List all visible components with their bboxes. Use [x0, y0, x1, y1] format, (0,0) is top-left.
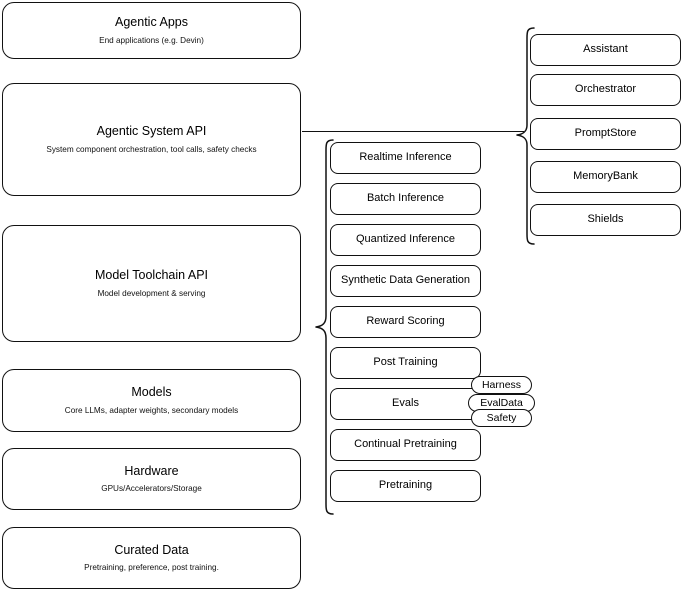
item-box-assistant[interactable]: Assistant	[530, 34, 681, 66]
brace-agentic-system	[513, 26, 535, 248]
item-box-shields[interactable]: Shields	[530, 204, 681, 236]
layer-box-models[interactable]: Models Core LLMs, adapter weights, secon…	[2, 369, 301, 432]
layer-box-hardware[interactable]: Hardware GPUs/Accelerators/Storage	[2, 448, 301, 510]
item-box-batch-inference[interactable]: Batch Inference	[330, 183, 481, 215]
pill-safety[interactable]: Safety	[471, 409, 532, 427]
layer-subtitle: GPUs/Accelerators/Storage	[101, 484, 202, 494]
item-label: Realtime Inference	[359, 151, 452, 164]
item-box-quantized-inference[interactable]: Quantized Inference	[330, 224, 481, 256]
layer-box-agentic-system-api[interactable]: Agentic System API System component orch…	[2, 83, 301, 196]
pill-label: Harness	[481, 379, 522, 391]
layer-subtitle: System component orchestration, tool cal…	[46, 144, 257, 154]
item-label: Continual Pretraining	[354, 438, 457, 451]
layer-box-curated-data[interactable]: Curated Data Pretraining, preference, po…	[2, 527, 301, 589]
pill-label: Safety	[486, 412, 517, 424]
layer-subtitle: Model development & serving	[97, 288, 206, 298]
item-label: Pretraining	[378, 479, 433, 492]
layer-title: Agentic Apps	[115, 15, 188, 30]
pill-label: EvalData	[480, 397, 523, 409]
item-label: Assistant	[583, 43, 628, 56]
item-box-continual-pretraining[interactable]: Continual Pretraining	[330, 429, 481, 461]
layer-title: Model Toolchain API	[94, 268, 209, 283]
brace-model-toolchain	[312, 138, 334, 518]
connector-line-system-api-to-components	[302, 131, 524, 133]
item-box-post-training[interactable]: Post Training	[330, 347, 481, 379]
item-box-reward-scoring[interactable]: Reward Scoring	[330, 306, 481, 338]
item-label: Evals	[392, 397, 419, 410]
layer-subtitle: End applications (e.g. Devin)	[99, 35, 204, 45]
item-label: Synthetic Data Generation	[340, 274, 471, 287]
layer-subtitle: Pretraining, preference, post training.	[84, 563, 219, 573]
item-box-evals[interactable]: Evals	[330, 388, 481, 420]
item-label: MemoryBank	[573, 170, 638, 183]
pill-harness[interactable]: Harness	[471, 376, 532, 394]
item-box-synthetic-data-generation[interactable]: Synthetic Data Generation	[330, 265, 481, 297]
item-box-memorybank[interactable]: MemoryBank	[530, 161, 681, 193]
item-label: Quantized Inference	[355, 233, 456, 246]
layer-subtitle: Core LLMs, adapter weights, secondary mo…	[64, 405, 239, 415]
layer-title: Hardware	[124, 463, 179, 478]
item-label: Reward Scoring	[366, 315, 445, 328]
layer-box-model-toolchain-api[interactable]: Model Toolchain API Model development & …	[2, 225, 301, 342]
item-box-realtime-inference[interactable]: Realtime Inference	[330, 142, 481, 174]
layer-title: Curated Data	[114, 542, 189, 557]
item-label: Batch Inference	[366, 192, 445, 205]
item-box-orchestrator[interactable]: Orchestrator	[530, 74, 681, 106]
item-label: Shields	[587, 213, 624, 226]
item-label: Orchestrator	[574, 83, 637, 96]
layer-title: Models	[131, 385, 172, 400]
layer-box-agentic-apps[interactable]: Agentic Apps End applications (e.g. Devi…	[2, 2, 301, 59]
item-box-pretraining[interactable]: Pretraining	[330, 470, 481, 502]
item-label: Post Training	[373, 356, 438, 369]
item-box-promptstore[interactable]: PromptStore	[530, 118, 681, 150]
layer-title: Agentic System API	[96, 124, 207, 139]
item-label: PromptStore	[574, 127, 637, 140]
